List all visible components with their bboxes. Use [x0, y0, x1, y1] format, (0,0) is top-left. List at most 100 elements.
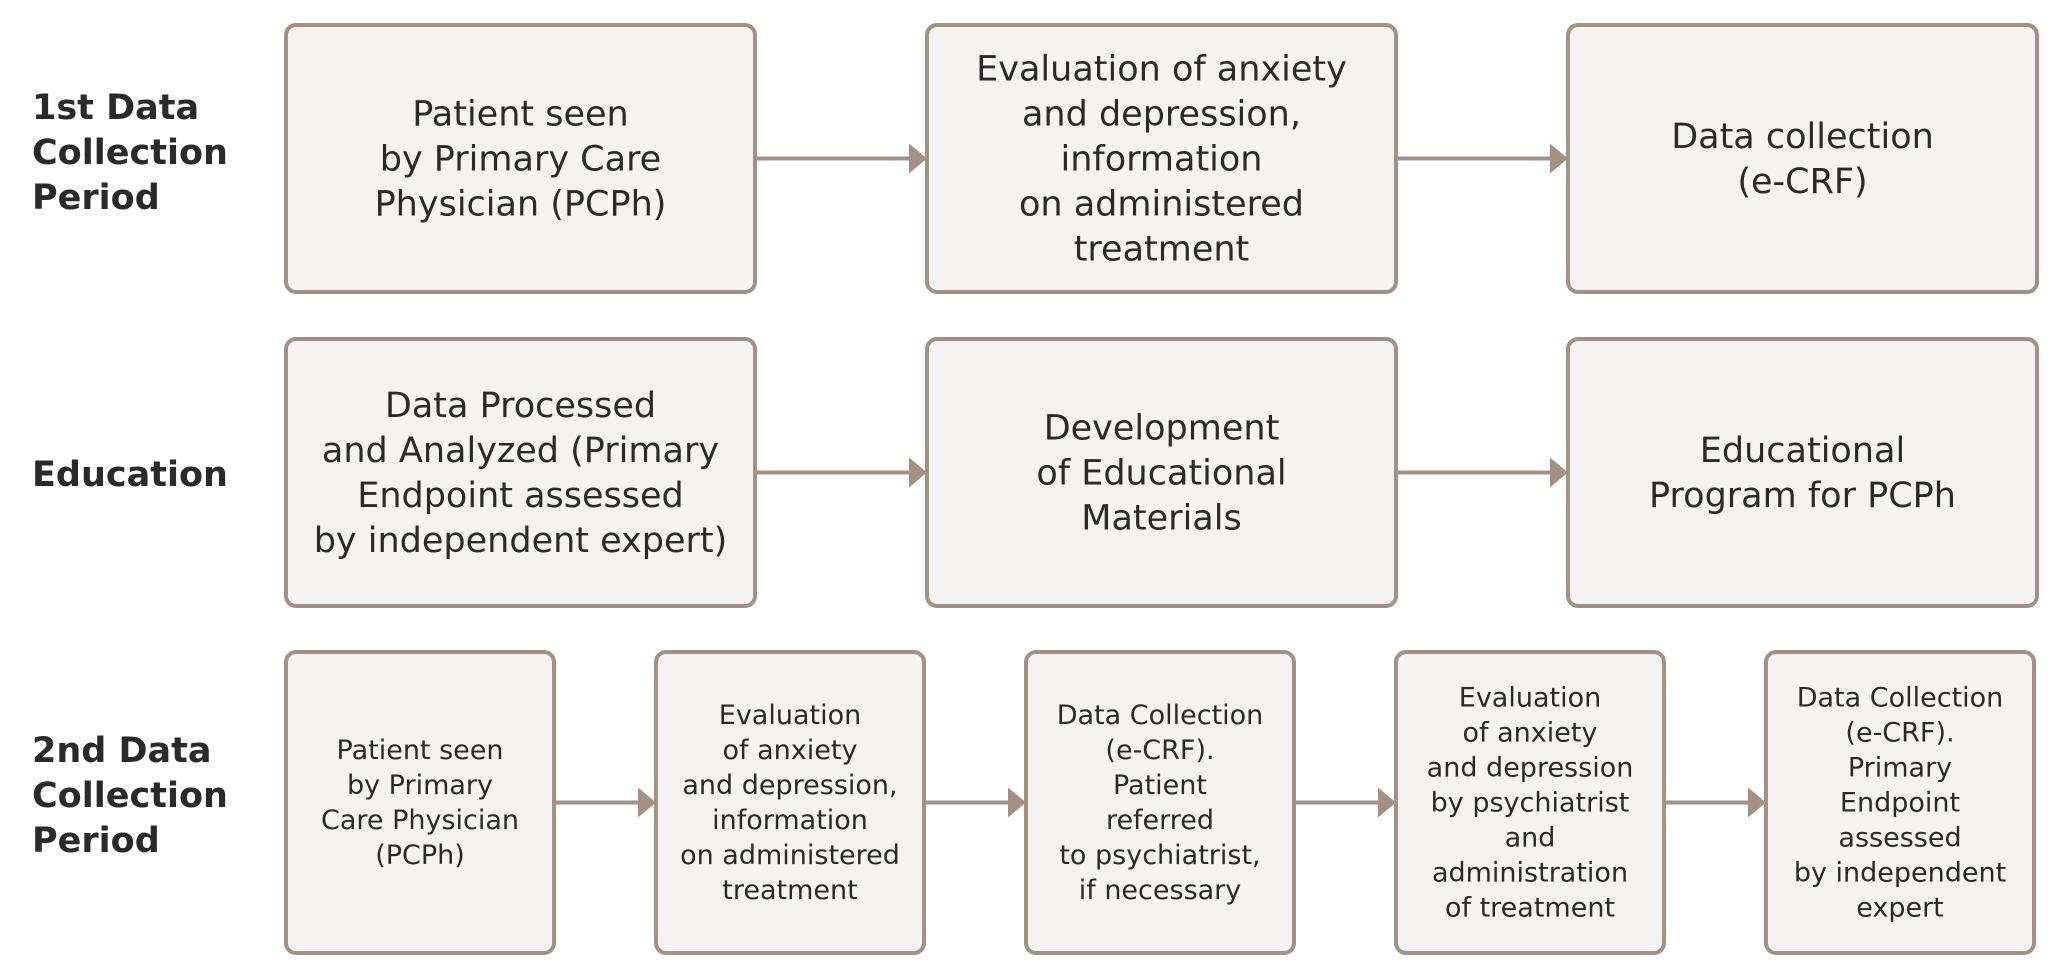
flow-box-text-line: and depression	[1427, 753, 1634, 784]
row-label-line: Collection	[32, 133, 228, 173]
flow-box-text-line: Materials	[1081, 499, 1241, 539]
flow-box-text-line: assessed	[1838, 823, 1961, 854]
flow-box-text-line: (e-CRF)	[1737, 162, 1867, 202]
flow-arrow	[554, 787, 656, 818]
flow-arrow	[1664, 787, 1766, 818]
arrow-head-icon	[1550, 143, 1568, 174]
flow-box-text-line: of anxiety	[723, 735, 858, 766]
flow-box-text-line: on administered	[1019, 185, 1304, 225]
flow-box-text-line: of Educational	[1036, 454, 1286, 494]
flow-box-r1-b3: Data collection (e-CRF)	[1566, 23, 2039, 294]
row-label-line: Education	[32, 455, 228, 495]
flow-arrow	[1396, 143, 1568, 174]
flow-box-text-line: of anxiety	[1463, 718, 1598, 749]
flow-box-text-line: Development	[1044, 409, 1280, 449]
arrow-head-icon	[1748, 787, 1766, 818]
arrow-head-icon	[1378, 787, 1396, 818]
flow-box-text: Evaluation of anxiety and depression by psy…	[1427, 683, 1634, 924]
flow-box-text-line: (PCPh)	[375, 840, 465, 871]
flow-arrow	[755, 457, 927, 488]
flow-box-text-line: of treatment	[1445, 893, 1615, 924]
flow-box-text-line: and depression,	[1022, 95, 1301, 135]
flow-box-text: Evaluation of anxiety and depression, info…	[976, 50, 1347, 270]
flow-box-text: Data collection (e-CRF)	[1671, 117, 1934, 202]
flow-box-text-line: by psychiatrist	[1431, 788, 1630, 819]
flow-box-border	[284, 650, 556, 955]
row-label-2: Education	[32, 455, 228, 495]
flow-box-text-line: Data Processed	[385, 386, 656, 426]
flow-box-text-line: information	[1060, 140, 1262, 180]
row-label-line: Collection	[32, 776, 228, 816]
flow-box-text-line: by independent expert)	[314, 521, 728, 561]
flow-arrow	[1294, 787, 1396, 818]
flow-box-text-line: by independent	[1794, 858, 2006, 889]
flow-box-text-line: administration	[1432, 858, 1628, 889]
flow-box-text-line: Endpoint assessed	[357, 476, 684, 516]
flow-box-text-line: and depression,	[682, 770, 897, 801]
arrow-head-icon	[1008, 787, 1026, 818]
arrow-head-icon	[1550, 457, 1568, 488]
flow-box-text-line: on administered	[680, 840, 900, 871]
flow-box-border	[284, 337, 757, 608]
flow-box-text-line: Data Collection	[1797, 683, 2004, 714]
flow-box-text-line: Evaluation	[719, 700, 861, 731]
flow-box-border	[1764, 650, 2036, 955]
flow-box-text-line: Educational	[1700, 431, 1905, 471]
row-label-line: 1st Data	[32, 88, 199, 128]
arrow-head-icon	[638, 787, 656, 818]
flow-box-text-line: Care Physician	[321, 805, 519, 836]
flow-box-text-line: referred	[1106, 805, 1214, 836]
flow-box-border	[1566, 337, 2039, 608]
row-label-line: 2nd Data	[32, 731, 212, 771]
flow-box-text-line: Data collection	[1671, 117, 1934, 157]
flow-box-text: Evaluation of anxiety and depression, infor…	[680, 700, 900, 906]
flow-box-text-line: and	[1505, 823, 1556, 854]
flow-box-border	[1566, 23, 2039, 294]
flow-arrow	[924, 787, 1026, 818]
flow-box-border	[1024, 650, 1296, 955]
flow-box-border	[654, 650, 926, 955]
flow-box-text-line: treatment	[1074, 230, 1250, 270]
flow-box-text-line: Evaluation of anxiety	[976, 50, 1347, 90]
flow-box-text-line: treatment	[722, 875, 857, 906]
flow-box-r1-b2: Evaluation of anxiety and depression, info…	[925, 23, 1398, 294]
flow-box-text-line: information	[712, 805, 868, 836]
flow-box-text-line: Patient seen	[412, 95, 628, 135]
flow-box-r3-b4: Evaluation of anxiety and depression by psy…	[1394, 650, 1666, 955]
flow-box-text-line: Data Collection	[1057, 700, 1264, 731]
flow-box-text-line: Patient seen	[337, 735, 504, 766]
flow-box-text-line: expert	[1856, 893, 1944, 924]
flow-box-text-line: Physician (PCPh)	[375, 185, 667, 225]
flow-box-text-line: by Primary	[347, 770, 493, 801]
flow-box-r3-b2: Evaluation of anxiety and depression, infor…	[654, 650, 926, 955]
flow-box-text-line: Evaluation	[1459, 683, 1601, 714]
flow-box-text-line: and Analyzed (Primary	[322, 431, 719, 471]
flow-box-text-line: by Primary Care	[380, 140, 661, 180]
flow-arrow	[1396, 457, 1568, 488]
flow-arrow	[755, 143, 927, 174]
row-label-line: Period	[32, 178, 160, 218]
flow-box-text-line: if necessary	[1079, 875, 1242, 906]
row-label-line: Period	[32, 821, 160, 861]
flow-box-text-line: Endpoint	[1840, 788, 1960, 819]
flow-box-text-line: (e-CRF).	[1105, 735, 1214, 766]
flow-box-text-line: to psychiatrist,	[1059, 840, 1260, 871]
flow-box-text-line: Program for PCPh	[1649, 476, 1956, 516]
